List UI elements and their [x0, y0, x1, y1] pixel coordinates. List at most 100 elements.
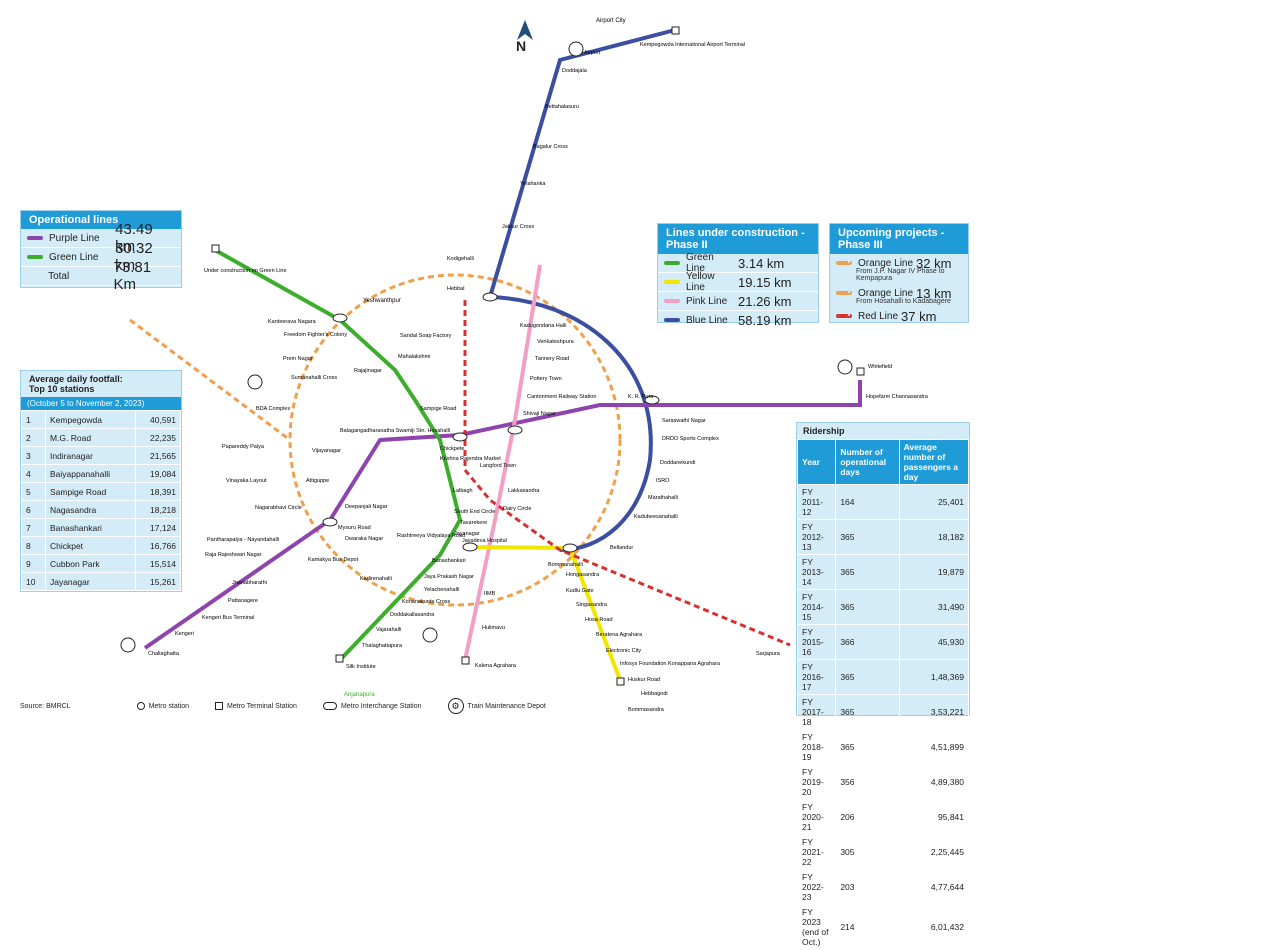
upcoming-title: Upcoming projects - Phase III	[830, 224, 968, 254]
station-label: Electronic City	[606, 648, 641, 654]
interchange-mysuru-road	[322, 517, 338, 527]
station-label: IIMB	[484, 591, 496, 597]
station-label: Cantonment Railway Station	[527, 394, 596, 400]
depot-icon: ⚙	[447, 698, 464, 714]
station-label: Pottery Town	[530, 376, 562, 382]
station-label: Singasandra	[576, 602, 608, 608]
line-length: 32 km	[916, 255, 952, 271]
station-label: Nagarabhavi Circle	[255, 505, 302, 511]
station-label: Kadugondana Halli	[520, 323, 566, 329]
red-swatch	[836, 314, 852, 318]
station-label: Doddanekundi	[660, 460, 695, 466]
station-label: Yelachenahalli	[424, 587, 459, 593]
operational-row-purple: Purple Line 43.49 km	[21, 221, 181, 255]
station-label: Vijayanagar	[312, 448, 341, 454]
legend-label: Metro station	[148, 702, 190, 710]
station-label: Jakkur Cross	[502, 224, 534, 230]
footfall-cell: Indiranagar	[44, 446, 136, 465]
station-label: Deepanjali Nagar	[345, 504, 388, 510]
orange-swatch	[836, 261, 852, 265]
terminal-square-icon	[215, 702, 224, 710]
ridership-cell: 1,48,369	[898, 659, 970, 695]
purple-line	[143, 380, 862, 650]
ridership-cell: FY 2019-20	[796, 764, 837, 800]
blue-airport-line	[488, 28, 676, 298]
footfall-cell: 10	[21, 572, 46, 591]
legend-item: Metro Terminal Station	[215, 702, 297, 710]
footfall-cell: Nagasandra	[44, 500, 136, 519]
ridership-cell: 365	[835, 554, 900, 590]
station-label: Papareddy Palya	[222, 444, 265, 450]
station-label: Huskur Road	[628, 677, 660, 683]
station-label: Under construction on Green Line	[204, 268, 287, 274]
legend-label: Metro Interchange Station	[340, 702, 422, 710]
station-label: Langford Town	[480, 463, 516, 469]
line-name: Red Line	[858, 310, 899, 322]
station-label: Saraswathi Nagar	[662, 418, 706, 424]
depot-icon-airport	[568, 41, 584, 57]
station-label: Challaghatta	[148, 651, 180, 657]
station-label: Mahalakshmi	[398, 354, 430, 360]
ridership-cell: 366	[835, 624, 900, 660]
depot-icon-challaghatta	[120, 637, 136, 653]
line-length: 58.19 km	[738, 312, 792, 328]
operational-row-green: Green Line 30.32 km	[21, 240, 181, 274]
station-label: Vajarahalli	[376, 627, 401, 633]
ridership-cell: FY 2015-16	[796, 624, 837, 660]
orange-swatch	[836, 291, 852, 295]
orange-branch-line	[129, 318, 291, 442]
station-dot-icon	[136, 702, 145, 710]
station-label: Silk Institute	[346, 664, 376, 670]
station-label: Prem Nagar	[283, 356, 313, 362]
interchange-majestic	[452, 432, 468, 442]
purple-swatch	[27, 236, 43, 240]
footfall-cell: Sampige Road	[44, 482, 136, 501]
line-name: Orange Line	[858, 287, 914, 299]
footfall-cell: 9	[21, 554, 46, 573]
ridership-cell: 365	[835, 519, 900, 555]
interchange-silk-board	[562, 543, 578, 553]
footfall-cell: 3	[21, 446, 46, 465]
pink-swatch	[664, 299, 680, 303]
footfall-cell: Baiyappanahalli	[44, 464, 136, 483]
total-label: Total	[48, 270, 70, 282]
interchange-mg-road	[507, 425, 523, 435]
operational-lines-panel: Operational lines Purple Line 43.49 km G…	[20, 210, 182, 293]
depot-icon-whitefield	[837, 359, 853, 375]
station-label: Rashtreeya Vidyalaya Road	[397, 533, 465, 539]
station-label: BDA Complex	[256, 406, 290, 412]
ridership-cell: 31,490	[898, 589, 970, 625]
north-label: N	[516, 38, 527, 54]
station-label: Kengeri Bus Terminal	[202, 615, 254, 621]
terminal-kalena	[461, 656, 470, 665]
station-label: Balagangadharanatha Swamiji Stn. Hosahal…	[340, 428, 450, 434]
footfall-cell: Jayanagar	[44, 572, 136, 591]
ridership-cell: FY 2023 (end of Oct.)	[796, 904, 837, 950]
upcoming-row: Red Line 37 km	[830, 307, 968, 325]
upcoming-panel: Upcoming projects - Phase III Orange Lin…	[829, 223, 969, 325]
station-label: Kanteerava Nagara	[268, 319, 317, 325]
terminal-madavara	[211, 244, 220, 253]
ridership-cell: FY 2011-12	[796, 484, 837, 520]
orange-ring-line	[288, 273, 622, 607]
station-label: Chickpete	[440, 446, 464, 452]
station-label: Kengeri	[175, 631, 194, 637]
station-label: Dairy Circle	[503, 506, 531, 512]
station-label: Tavarekere	[460, 520, 487, 526]
station-label: Hebbal	[447, 286, 464, 292]
upcoming-row: Orange Line 13 km	[830, 284, 968, 302]
blue-swatch	[664, 318, 680, 322]
ridership-cell: 365	[835, 694, 900, 730]
